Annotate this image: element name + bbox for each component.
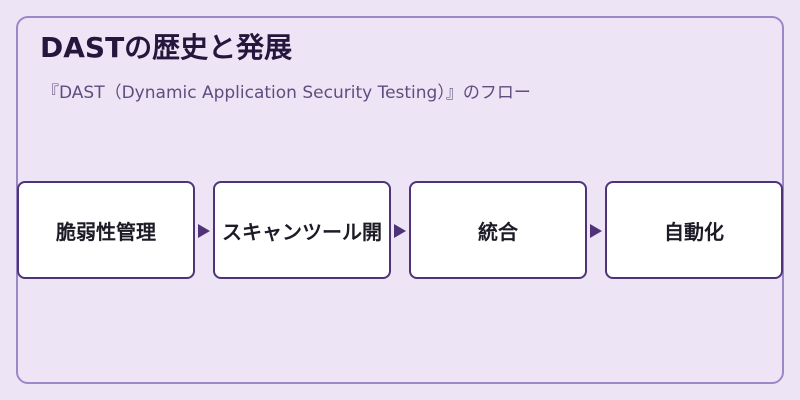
- arrow-right-icon: [394, 224, 406, 238]
- flow-step-label: 自動化: [664, 219, 724, 244]
- page-subtitle: 『DAST（Dynamic Application Security Testi…: [42, 83, 531, 103]
- flow-step-label: 統合: [478, 219, 518, 244]
- arrow-right-icon: [590, 224, 602, 238]
- flow-step-integration: 統合: [409, 181, 587, 279]
- page-title: DASTの歴史と発展: [40, 31, 293, 64]
- flow-step-automation: 自動化: [605, 181, 783, 279]
- flow-step-scan-tool-development: スキャンツール開: [213, 181, 391, 279]
- flow-step-label: スキャンツール開: [222, 219, 382, 244]
- flow-step-vulnerability-management: 脆弱性管理: [17, 181, 195, 279]
- arrow-right-icon: [198, 224, 210, 238]
- flow-step-label: 脆弱性管理: [56, 219, 156, 244]
